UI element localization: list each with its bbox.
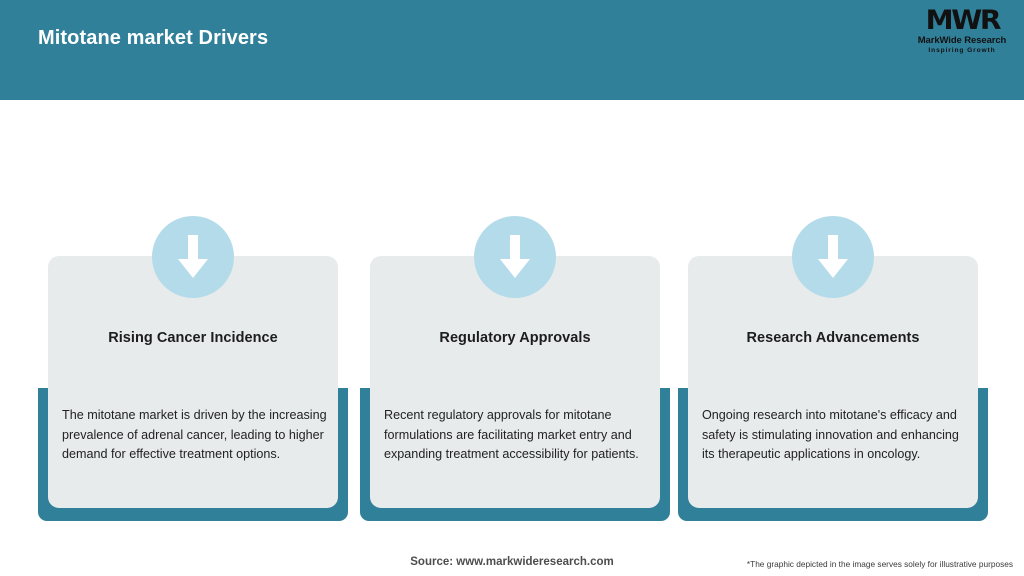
page-title: Mitotane market Drivers bbox=[38, 27, 269, 49]
logo-company-name: MarkWide Research bbox=[917, 35, 1007, 46]
card-title: Research Advancements bbox=[746, 330, 920, 346]
card-panel bbox=[48, 256, 338, 508]
card-panel bbox=[688, 256, 978, 508]
card-title: Rising Cancer Incidence bbox=[108, 330, 278, 346]
drivers-card-row: Rising Cancer Incidence The mitotane mar… bbox=[0, 100, 1024, 540]
driver-card-2: Regulatory Approvals Recent regulatory a… bbox=[360, 178, 670, 538]
source-label: Source: www.markwideresearch.com bbox=[410, 556, 614, 568]
card-title: Regulatory Approvals bbox=[439, 330, 591, 346]
logo-tagline: Inspiring Growth bbox=[928, 47, 996, 54]
header-band: Mitotane market Drivers MWR MarkWide Res… bbox=[0, 0, 1024, 100]
arrow-down-icon bbox=[152, 216, 234, 298]
disclaimer-note: *The graphic depicted in the image serve… bbox=[746, 559, 1013, 569]
card-body-text: Recent regulatory approvals for mitotane… bbox=[384, 408, 639, 461]
driver-card-1: Rising Cancer Incidence The mitotane mar… bbox=[38, 178, 348, 538]
markwide-research-logo: MWR MarkWide Research Inspiring Growth bbox=[906, 6, 1018, 62]
driver-card-3: Research Advancements Ongoing research i… bbox=[678, 178, 988, 538]
arrow-down-icon bbox=[474, 216, 556, 298]
card-body-text: Ongoing research into mitotane's efficac… bbox=[702, 408, 959, 461]
logo-mark-text: MWR bbox=[925, 5, 1001, 36]
card-panel bbox=[370, 256, 660, 508]
arrow-down-icon bbox=[792, 216, 874, 298]
card-body-text: The mitotane market is driven by the inc… bbox=[62, 408, 327, 461]
